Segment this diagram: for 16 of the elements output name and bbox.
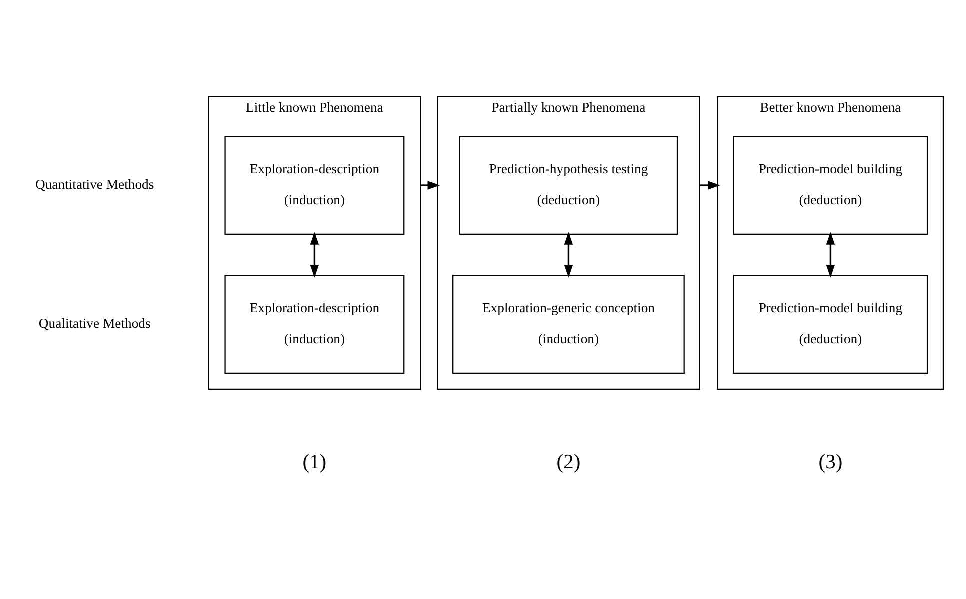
node-label: (3) xyxy=(818,450,843,473)
label: Quantitative Methods xyxy=(35,176,154,192)
node-box: Prediction-model building (deduction) xyxy=(733,274,928,374)
node-label: (1) xyxy=(302,450,327,473)
arrow xyxy=(564,232,574,278)
label: Qualitative Methods xyxy=(38,316,151,331)
node-box: Prediction-model building (deduction) xyxy=(733,135,928,235)
arrow xyxy=(420,180,440,190)
node-label: (2) xyxy=(556,450,581,473)
arrow xyxy=(310,232,320,278)
node-box: Prediction-hypothesis testing (deduction) xyxy=(459,135,678,235)
node-box: Exploration-description (induction) xyxy=(224,274,405,374)
arrow xyxy=(700,180,721,190)
node-box: Exploration-generic conception (induction) xyxy=(452,274,685,374)
arrow xyxy=(826,232,836,278)
node-box: Exploration-description (induction) xyxy=(224,135,405,235)
